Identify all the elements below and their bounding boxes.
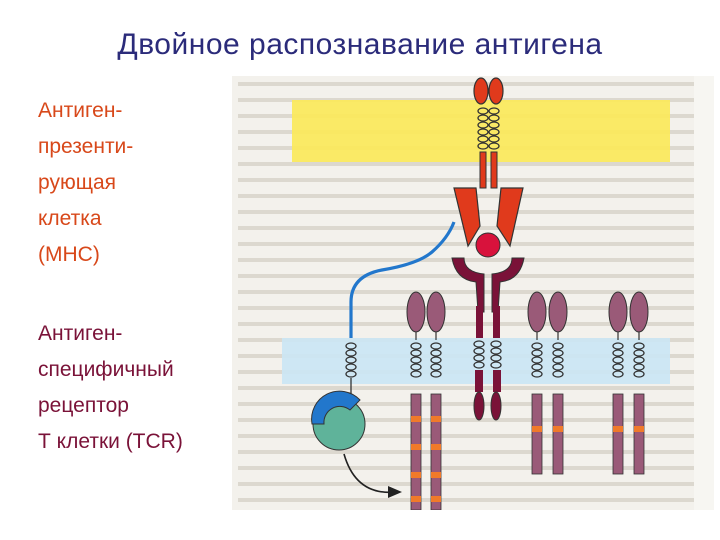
apc-caption-line: рующая — [38, 171, 117, 194]
tcr-caption-line: специфичный — [38, 358, 174, 381]
apc-caption-line: Антиген- — [38, 99, 123, 122]
apc-caption-line: (MHC) — [38, 243, 100, 266]
diagram-svg — [232, 76, 714, 511]
mhc-molecule — [453, 77, 524, 248]
antigen-peptide — [475, 232, 501, 258]
page-margin — [694, 76, 714, 510]
coreceptor-kinase — [311, 221, 456, 498]
apc-caption-line: клетка — [38, 207, 102, 230]
tcr-caption-line: Антиген- — [38, 322, 123, 345]
apc-caption: Антиген- презенти- рующая клетка (MHC) — [38, 93, 133, 273]
tcr-caption: Антиген- специфичный рецептор Т клетки (… — [38, 316, 183, 460]
tcr-caption-line: Т клетки (TCR) — [38, 430, 183, 453]
slide-title: Двойное распознавание антигена — [117, 28, 603, 61]
tcr-caption-line: рецептор — [38, 394, 129, 417]
cd3-chains — [406, 291, 649, 511]
apc-caption-line: презенти- — [38, 135, 134, 158]
tcr-molecule — [451, 257, 525, 421]
antigen-recognition-figure — [232, 76, 714, 511]
